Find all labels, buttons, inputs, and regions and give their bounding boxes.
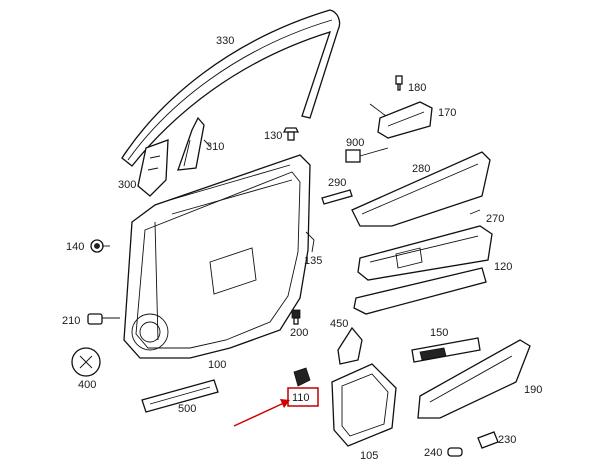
part-450-flap [337,326,363,365]
part-150-grille [411,337,481,363]
label-300: 300 [118,179,136,191]
label-150: 150 [430,327,448,339]
part-100-door-panel [123,154,311,359]
part-200-screw [291,309,301,325]
highlight-box-110 [287,387,319,407]
label-110: 110 [292,392,310,404]
part-105-speaker-cover [331,363,397,447]
label-240: 240 [424,447,442,459]
label-270: 270 [486,213,504,225]
label-200: 200 [290,327,308,339]
part-210-clip [87,313,103,325]
part-900-connector [345,147,389,163]
part-170-handle [377,101,433,139]
part-310-trim [177,116,205,171]
part-120-armrest [353,267,487,315]
label-280: 280 [412,163,430,175]
label-450: 450 [330,318,348,330]
label-100: 100 [208,359,226,371]
label-135: 135 [304,255,322,267]
label-140: 140 [66,241,84,253]
leader-lines [102,103,481,319]
part-400-tool [71,347,101,377]
part-230-clip [477,431,499,449]
label-180: 180 [408,82,426,94]
label-290: 290 [328,177,346,189]
part-280-panel [351,151,491,227]
part-330-frame-strip [121,9,341,167]
part-270-panel [357,225,493,281]
label-170: 170 [438,107,456,119]
part-500-strip [141,379,219,413]
label-210: 210 [62,315,80,327]
label-130: 130 [264,130,282,142]
part-135-hook [305,231,315,253]
part-140-clip [90,239,104,253]
label-190: 190 [524,384,542,396]
part-180-pin [395,75,403,91]
label-500: 500 [178,403,196,415]
label-120: 120 [494,261,512,273]
label-105: 105 [360,450,378,462]
part-240-peg [447,447,463,457]
label-310: 310 [206,141,224,153]
label-330: 330 [216,35,234,47]
part-130-clip [282,127,300,141]
part-190-lower-trim [417,339,531,419]
label-400: 400 [78,379,96,391]
part-290-strip [321,189,353,205]
label-230: 230 [498,434,516,446]
highlight-arrow [233,399,290,427]
part-300-bracket [137,139,169,197]
part-110-clip [293,367,311,387]
label-900: 900 [346,137,364,149]
